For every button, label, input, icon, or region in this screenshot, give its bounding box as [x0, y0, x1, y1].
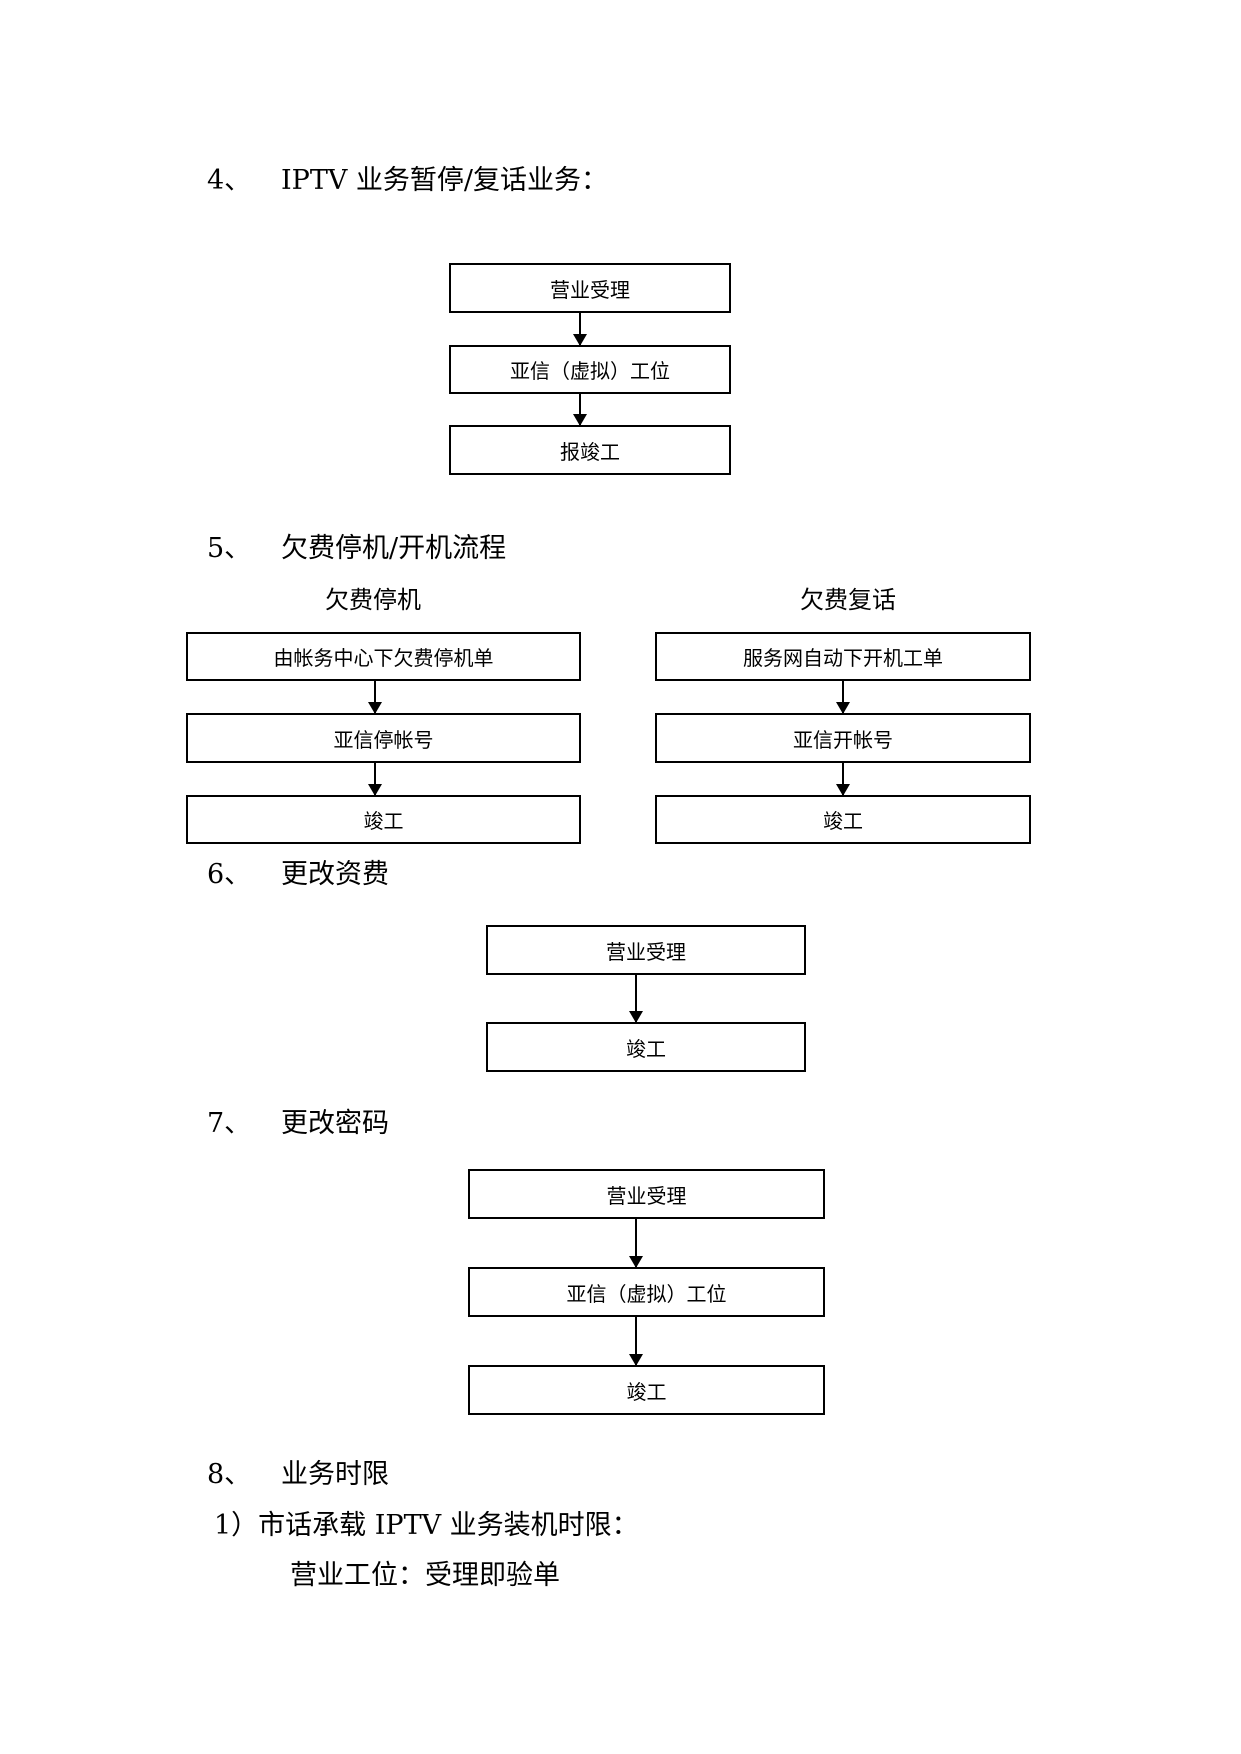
list-item-detail: 营业工位：受理即验单: [290, 1560, 560, 1591]
section-title: 更改密码: [281, 1108, 389, 1139]
section-title: 业务时限: [281, 1459, 389, 1490]
section-number: 5、: [207, 533, 252, 564]
flow-arrow: [629, 975, 643, 1023]
flow-step-completion: 竣工: [655, 795, 1031, 844]
flow-arrow: [836, 763, 850, 796]
flow-step-billing-order: 由帐务中心下欠费停机单: [186, 632, 581, 681]
flow-step-auto-open-order: 服务网自动下开机工单: [655, 632, 1031, 681]
flow-arrow: [368, 681, 382, 714]
flow-step-report-completion: 报竣工: [449, 425, 731, 475]
flow-arrow: [368, 763, 382, 796]
section-title: IPTV 业务暂停/复话业务：: [281, 165, 609, 196]
section-number: 8、: [207, 1459, 252, 1490]
flow-step-business-acceptance: 营业受理: [449, 263, 731, 313]
flow-step-virtual-workstation: 亚信（虚拟）工位: [449, 345, 731, 394]
flow-arrow: [836, 681, 850, 714]
column-label-suspension: 欠费停机: [325, 586, 421, 614]
flow-step-completion: 竣工: [486, 1022, 806, 1072]
section-number: 6、: [207, 859, 252, 890]
flow-step-business-acceptance: 营业受理: [486, 925, 806, 975]
flow-arrow: [573, 313, 587, 346]
list-item-installation-time-limit: 1）市话承载 IPTV 业务装机时限：: [214, 1510, 639, 1541]
flow-arrow: [629, 1219, 643, 1268]
section-number: 7、: [207, 1108, 252, 1139]
column-label-reconnection: 欠费复话: [800, 586, 896, 614]
flow-step-completion: 竣工: [468, 1365, 825, 1415]
flow-step-business-acceptance: 营业受理: [468, 1169, 825, 1219]
section-number: 4、: [207, 165, 252, 196]
flow-arrow: [573, 394, 587, 426]
flow-arrow: [629, 1317, 643, 1366]
flow-step-virtual-workstation: 亚信（虚拟）工位: [468, 1267, 825, 1317]
flow-step-suspend-account: 亚信停帐号: [186, 713, 581, 763]
section-title: 欠费停机/开机流程: [281, 533, 507, 564]
flow-step-completion: 竣工: [186, 795, 581, 844]
flow-step-open-account: 亚信开帐号: [655, 713, 1031, 763]
section-title: 更改资费: [281, 859, 389, 890]
